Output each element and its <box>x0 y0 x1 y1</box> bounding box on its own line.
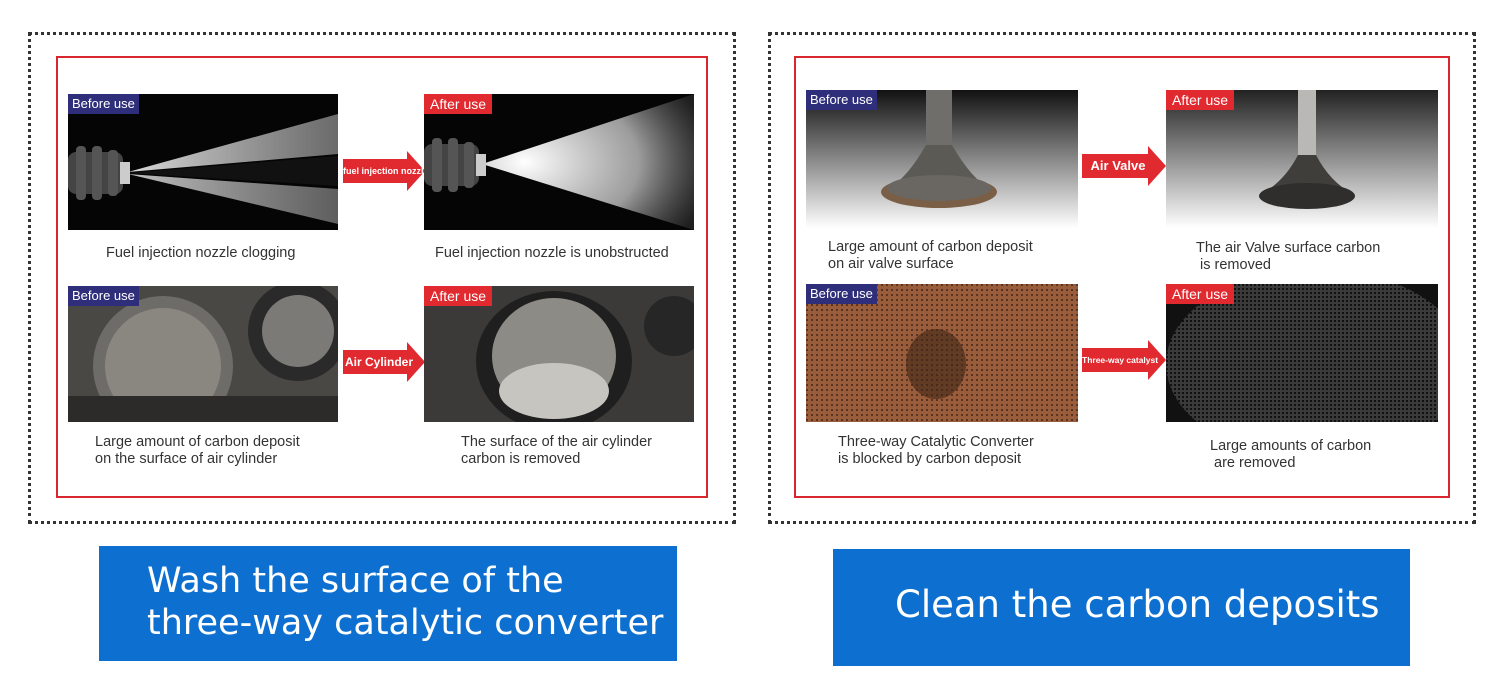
arrow-label: fuel injection nozzle <box>343 166 429 176</box>
caption-valve-before: Large amount of carbon deposit on air va… <box>828 239 1033 272</box>
after-use-tag: After use <box>1166 90 1235 110</box>
caption-catalyst-after: Large amounts of carbon are removed <box>1210 438 1372 471</box>
after-use-tag: After use <box>424 94 493 114</box>
left-banner-line-1: Wash the surface of the <box>147 561 564 601</box>
caption-nozzle-before: Fuel injection nozzle clogging <box>106 245 296 261</box>
nozzle-spray-clear-image <box>424 94 694 230</box>
arrow-fuel-injection-nozzle: fuel injection nozzle <box>343 151 429 191</box>
caption-valve-after: The air Valve surface carbon is removed <box>1196 240 1381 273</box>
left-banner-line-2: three-way catalytic converter <box>147 603 664 643</box>
arrow-three-way-catalyst: Three-way catalyst <box>1082 340 1166 380</box>
caption-cylinder-after: The surface of the air cylinder carbon i… <box>461 434 653 467</box>
nozzle-after-photo: After use <box>424 94 694 230</box>
right-panel: Before use Air Valve After use Large amo… <box>794 56 1450 498</box>
valve-clean-image <box>1166 90 1438 228</box>
catalyst-before-photo: Before use <box>806 284 1078 422</box>
right-banner: Clean the carbon deposits <box>833 549 1410 666</box>
cylinder-before-photo: Before use <box>68 286 338 422</box>
before-use-tag: Before use <box>68 94 139 114</box>
arrow-label: Air Valve <box>1090 158 1146 173</box>
before-use-tag: Before use <box>806 284 877 304</box>
before-use-tag: Before use <box>806 90 877 110</box>
valve-after-photo: After use <box>1166 90 1438 228</box>
right-banner-text: Clean the carbon deposits <box>895 583 1380 626</box>
catalyst-clean-image <box>1166 284 1438 422</box>
cylinder-dirty-image <box>68 286 338 422</box>
arrow-air-valve: Air Valve <box>1082 146 1166 186</box>
arrow-air-cylinder: Air Cylinder <box>343 342 425 382</box>
before-use-tag: Before use <box>68 286 139 306</box>
valve-dirty-image <box>806 90 1078 228</box>
after-use-tag: After use <box>1166 284 1235 304</box>
after-use-tag: After use <box>424 286 493 306</box>
nozzle-spray-image <box>68 114 338 224</box>
left-banner: Wash the surface of the three-way cataly… <box>99 546 677 661</box>
caption-catalyst-before: Three-way Catalytic Converter is blocked… <box>838 434 1034 467</box>
valve-before-photo: Before use <box>806 90 1078 228</box>
cylinder-after-photo: After use <box>424 286 694 422</box>
catalyst-after-photo: After use <box>1166 284 1438 422</box>
left-dotted-frame <box>28 32 736 524</box>
arrow-label: Air Cylinder <box>344 355 413 369</box>
caption-cylinder-before: Large amount of carbon deposit on the su… <box>95 434 300 467</box>
arrow-label: Three-way catalyst <box>1082 355 1159 365</box>
cylinder-clean-image <box>424 286 694 422</box>
catalyst-blocked-image <box>806 284 1078 422</box>
nozzle-before-photo: Before use <box>68 94 338 230</box>
left-panel: Before use fuel injection nozzle After u… <box>56 56 708 498</box>
right-dotted-frame <box>768 32 1476 524</box>
caption-nozzle-after: Fuel injection nozzle is unobstructed <box>435 245 669 261</box>
